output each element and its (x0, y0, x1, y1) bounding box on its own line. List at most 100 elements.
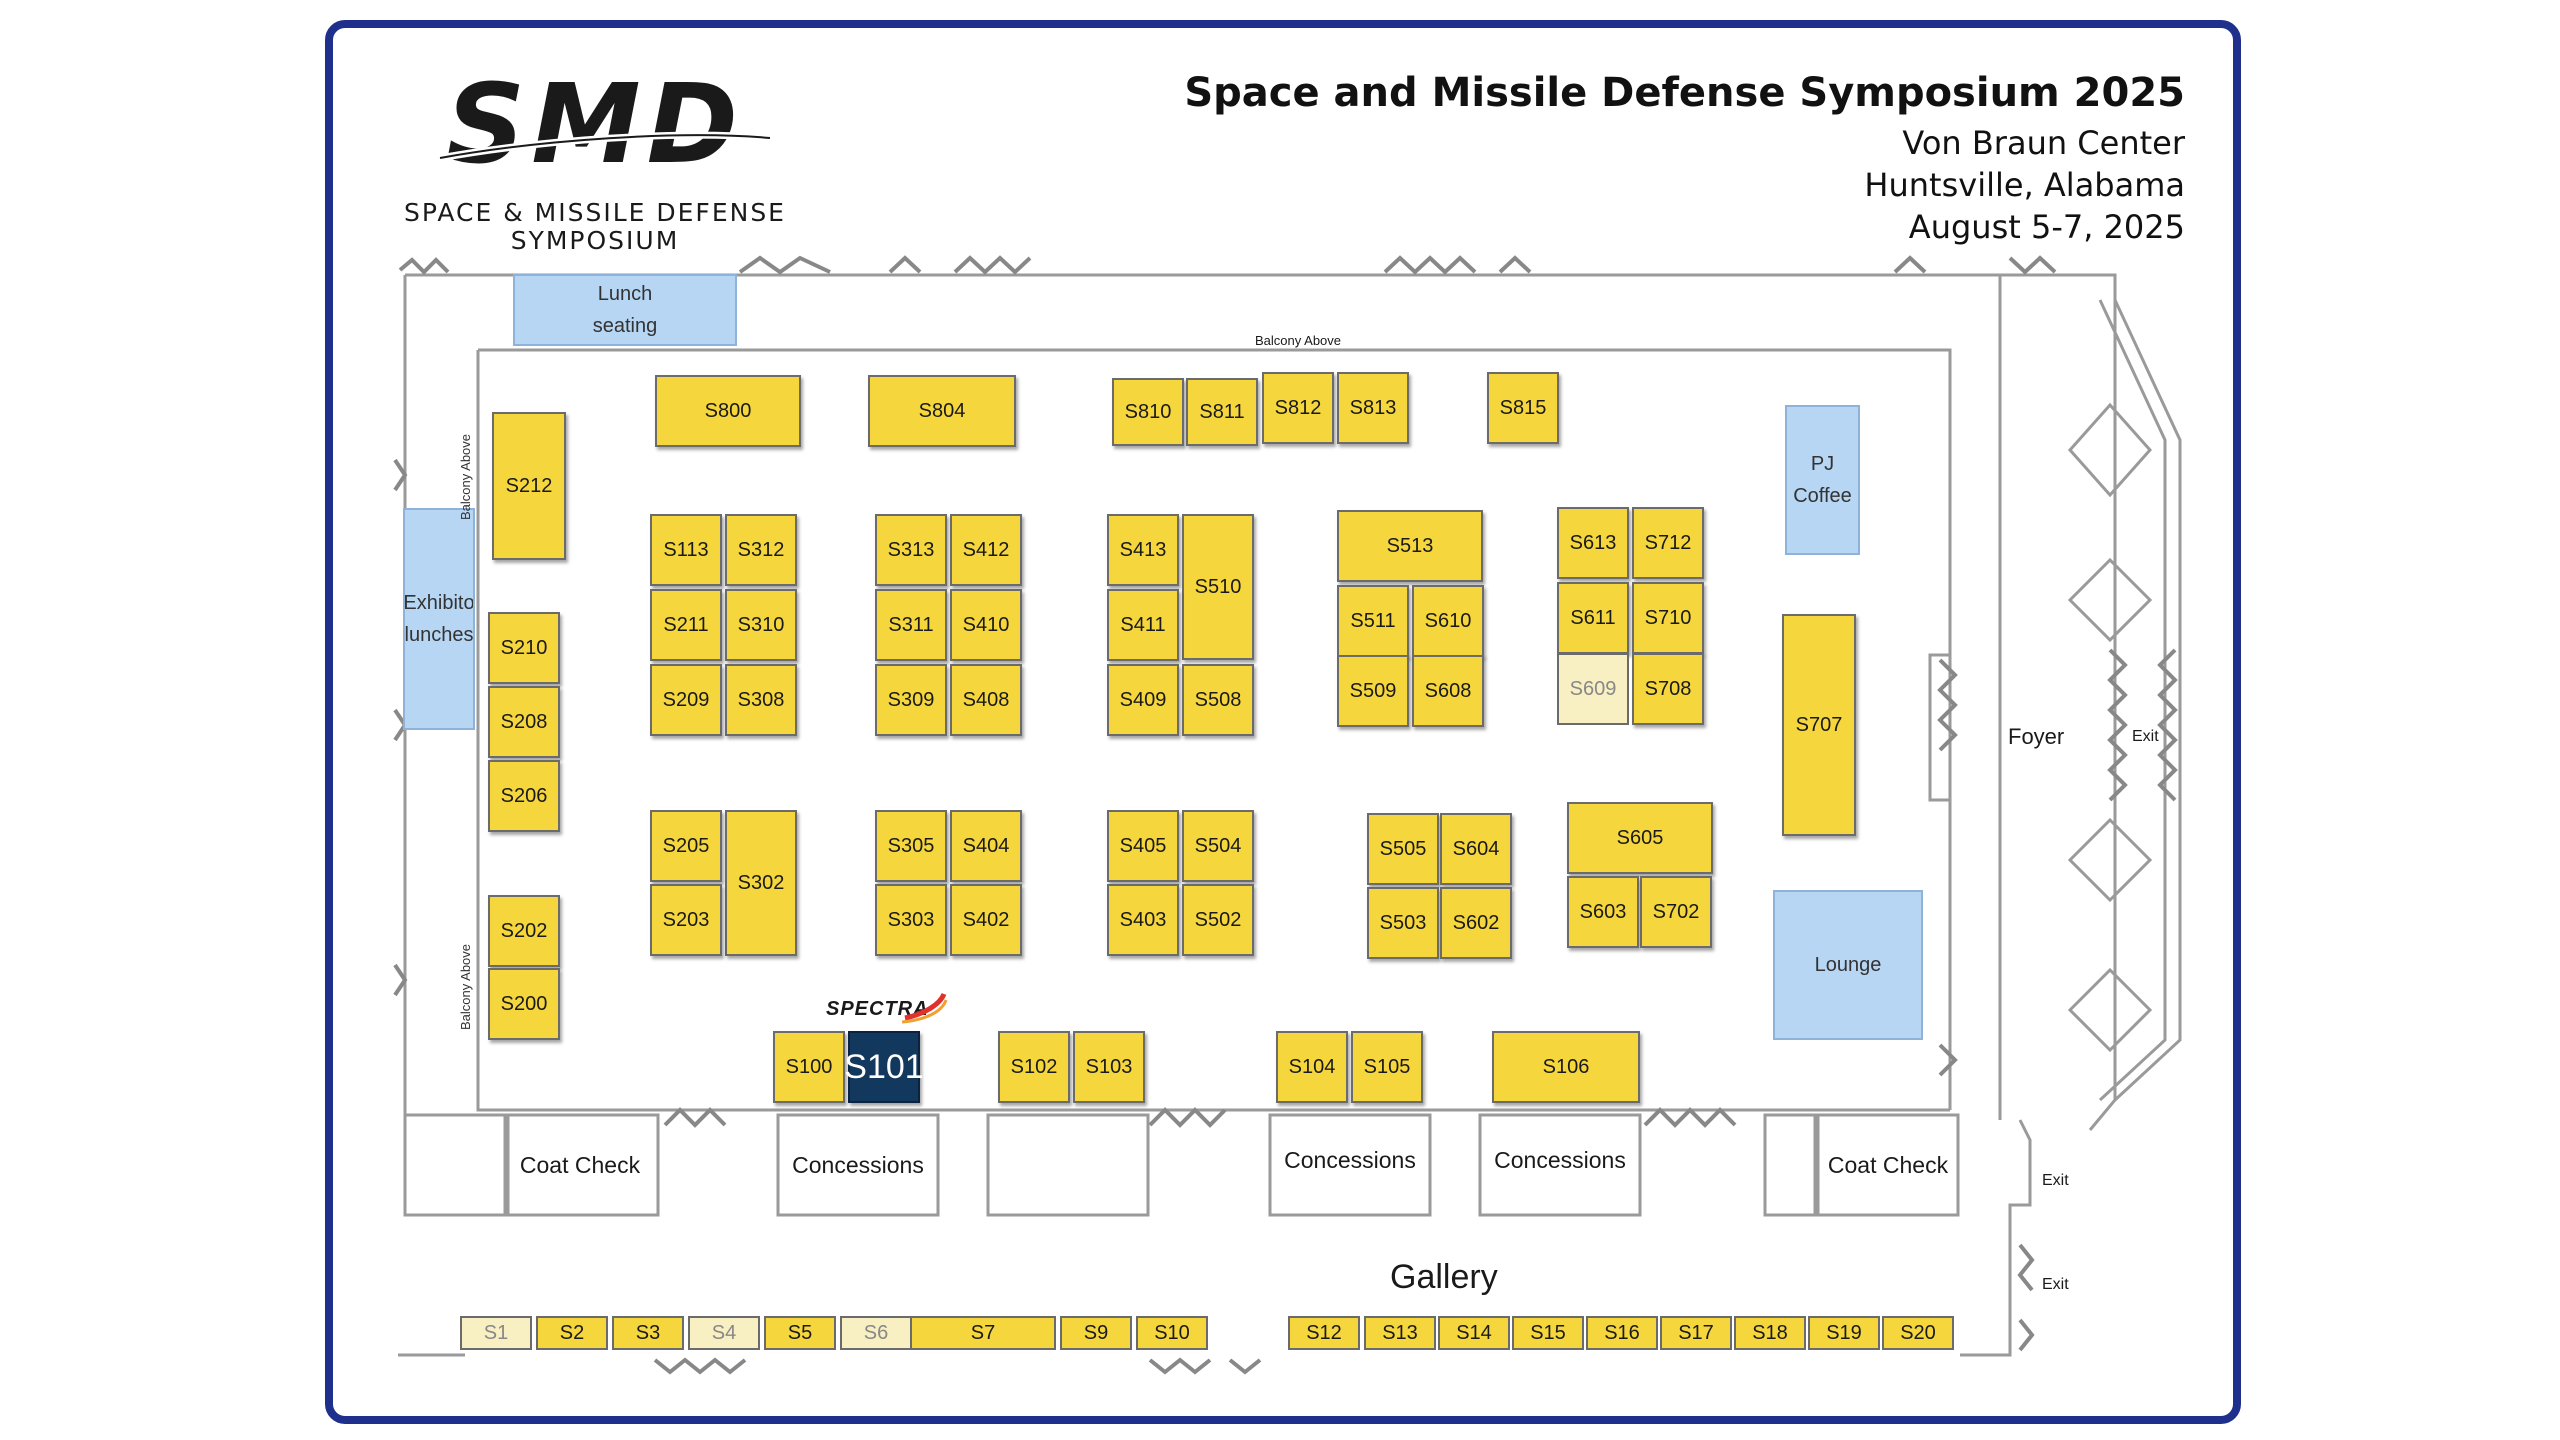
pj-coffee-area: PJ Coffee (1785, 405, 1860, 555)
booth-s303[interactable]: S303 (875, 884, 947, 956)
smd-logo-mark: SMD (446, 60, 744, 188)
booth-s104[interactable]: S104 (1276, 1031, 1348, 1103)
booth-s502[interactable]: S502 (1182, 884, 1254, 956)
booth-s508[interactable]: S508 (1182, 664, 1254, 736)
booth-s402[interactable]: S402 (950, 884, 1022, 956)
booth-s411[interactable]: S411 (1107, 589, 1179, 661)
booth-s312[interactable]: S312 (725, 514, 797, 586)
booth-s311[interactable]: S311 (875, 589, 947, 661)
booth-s604[interactable]: S604 (1440, 813, 1512, 885)
gallery-booth-s9[interactable]: S9 (1060, 1316, 1132, 1350)
gallery-booth-s6[interactable]: S6 (840, 1316, 912, 1350)
gallery-booth-s12[interactable]: S12 (1288, 1316, 1360, 1350)
booth-s308[interactable]: S308 (725, 664, 797, 736)
booth-s505[interactable]: S505 (1367, 813, 1439, 885)
gallery-label: Gallery (1390, 1258, 1498, 1296)
booth-s603[interactable]: S603 (1567, 876, 1639, 948)
booth-s610[interactable]: S610 (1412, 585, 1484, 657)
concessions-3: Concessions (1494, 1146, 1626, 1173)
booth-s810[interactable]: S810 (1112, 378, 1184, 446)
gallery-booth-s10[interactable]: S10 (1136, 1316, 1208, 1350)
booth-s409[interactable]: S409 (1107, 664, 1179, 736)
booth-s413[interactable]: S413 (1107, 514, 1179, 586)
booth-s708[interactable]: S708 (1632, 653, 1704, 725)
booth-s412[interactable]: S412 (950, 514, 1022, 586)
gallery-booth-s13[interactable]: S13 (1364, 1316, 1436, 1350)
booth-s503[interactable]: S503 (1367, 887, 1439, 959)
booth-s210[interactable]: S210 (488, 612, 560, 684)
gallery-booth-s16[interactable]: S16 (1586, 1316, 1658, 1350)
booth-s504[interactable]: S504 (1182, 810, 1254, 882)
booth-s208[interactable]: S208 (488, 686, 560, 758)
event-city: Huntsville, Alabama (1864, 166, 2185, 204)
booth-s712[interactable]: S712 (1632, 507, 1704, 579)
gallery-booth-s20[interactable]: S20 (1882, 1316, 1954, 1350)
gallery-booth-s19[interactable]: S19 (1808, 1316, 1880, 1350)
booth-s105[interactable]: S105 (1351, 1031, 1423, 1103)
booth-s113[interactable]: S113 (650, 514, 722, 586)
booth-s103[interactable]: S103 (1073, 1031, 1145, 1103)
booth-s513[interactable]: S513 (1337, 510, 1483, 582)
booth-s404[interactable]: S404 (950, 810, 1022, 882)
gallery-booth-s3[interactable]: S3 (612, 1316, 684, 1350)
booth-s101[interactable]: S101 (844, 1031, 924, 1103)
gallery-booth-s1[interactable]: S1 (460, 1316, 532, 1350)
smd-logo-line1: SPACE & MISSILE DEFENSE (404, 198, 786, 227)
spectra-swoosh-icon (901, 992, 948, 1024)
booth-s509[interactable]: S509 (1337, 655, 1409, 727)
booth-s707[interactable]: S707 (1782, 614, 1856, 836)
booth-s403[interactable]: S403 (1107, 884, 1179, 956)
exit-label-foyer: Exit (2132, 728, 2159, 745)
gallery-booth-s14[interactable]: S14 (1438, 1316, 1510, 1350)
booth-s611[interactable]: S611 (1557, 582, 1629, 654)
booth-s702[interactable]: S702 (1640, 876, 1712, 948)
booth-s302[interactable]: S302 (725, 810, 797, 956)
concessions-2: Concessions (1284, 1146, 1416, 1173)
booth-s800[interactable]: S800 (655, 375, 801, 447)
booth-s203[interactable]: S203 (650, 884, 722, 956)
booth-s609[interactable]: S609 (1557, 653, 1629, 725)
booth-s410[interactable]: S410 (950, 589, 1022, 661)
booth-s812[interactable]: S812 (1262, 372, 1334, 444)
booth-s200[interactable]: S200 (488, 968, 560, 1040)
booth-s815[interactable]: S815 (1487, 372, 1559, 444)
gallery-booth-s2[interactable]: S2 (536, 1316, 608, 1350)
booth-s206[interactable]: S206 (488, 760, 560, 832)
gallery-booth-s4[interactable]: S4 (688, 1316, 760, 1350)
gallery-booth-s7[interactable]: S7 (910, 1316, 1056, 1350)
booth-s102[interactable]: S102 (998, 1031, 1070, 1103)
gallery-booth-s17[interactable]: S17 (1660, 1316, 1732, 1350)
booth-s605[interactable]: S605 (1567, 802, 1713, 874)
booth-s510[interactable]: S510 (1182, 514, 1254, 660)
booth-s408[interactable]: S408 (950, 664, 1022, 736)
booth-s305[interactable]: S305 (875, 810, 947, 882)
gallery-booth-s15[interactable]: S15 (1512, 1316, 1584, 1350)
booth-s211[interactable]: S211 (650, 589, 722, 661)
event-dates: August 5-7, 2025 (1908, 208, 2185, 246)
booth-s511[interactable]: S511 (1337, 585, 1409, 657)
concessions-1: Concessions (792, 1151, 924, 1178)
balcony-above-label-top: Balcony Above (1255, 333, 1342, 348)
booth-s310[interactable]: S310 (725, 589, 797, 661)
gallery-booth-s5[interactable]: S5 (764, 1316, 836, 1350)
booth-s212[interactable]: S212 (492, 412, 566, 560)
booth-s608[interactable]: S608 (1412, 655, 1484, 727)
booth-s804[interactable]: S804 (868, 375, 1016, 447)
booth-s205[interactable]: S205 (650, 810, 722, 882)
lunch-seating-area: Lunch seating (513, 274, 737, 346)
booth-s202[interactable]: S202 (488, 895, 560, 967)
booth-s811[interactable]: S811 (1186, 378, 1258, 446)
booth-s613[interactable]: S613 (1557, 507, 1629, 579)
booth-s405[interactable]: S405 (1107, 810, 1179, 882)
booth-s209[interactable]: S209 (650, 664, 722, 736)
gallery-booth-s18[interactable]: S18 (1734, 1316, 1806, 1350)
booth-s106[interactable]: S106 (1492, 1031, 1640, 1103)
booth-s602[interactable]: S602 (1440, 887, 1512, 959)
booth-s313[interactable]: S313 (875, 514, 947, 586)
balcony-above-label-left1: Balcony Above (458, 433, 473, 520)
booth-s813[interactable]: S813 (1337, 372, 1409, 444)
booth-s309[interactable]: S309 (875, 664, 947, 736)
booth-s710[interactable]: S710 (1632, 582, 1704, 654)
balcony-above-label-left2: Balcony Above (458, 943, 473, 1030)
booth-s100[interactable]: S100 (773, 1031, 845, 1103)
